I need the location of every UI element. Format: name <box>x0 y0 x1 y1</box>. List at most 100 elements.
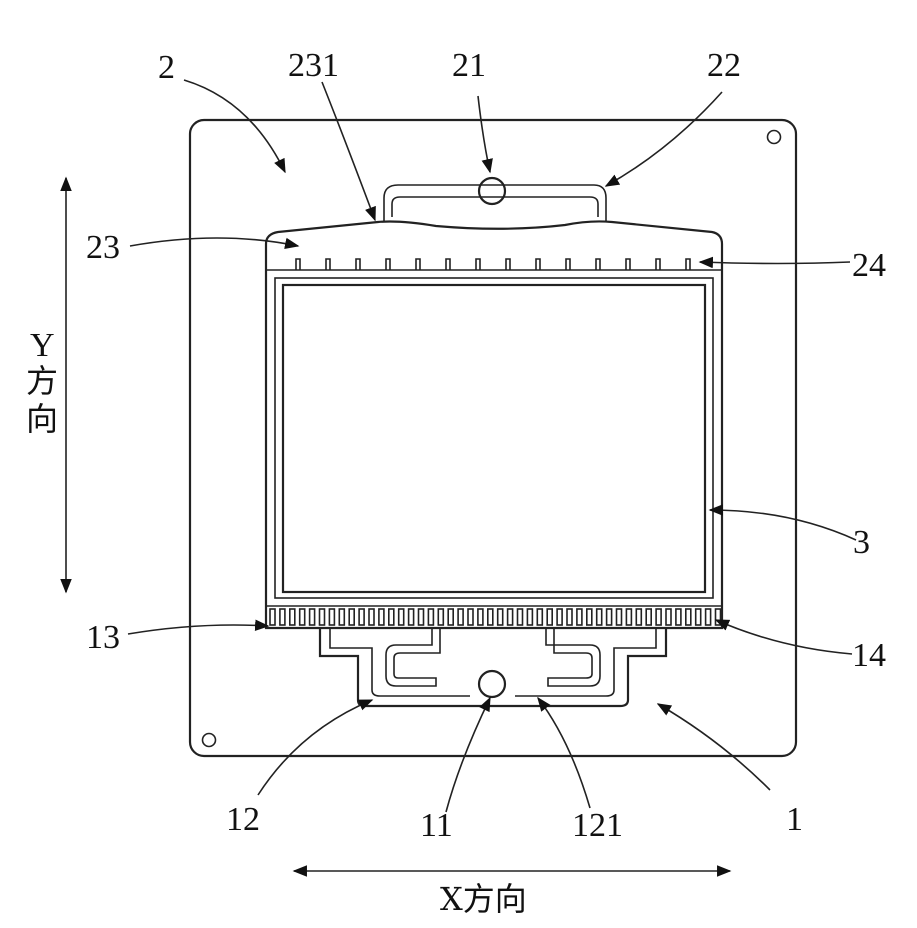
leader-24 <box>700 262 850 264</box>
label-24: 24 <box>852 247 886 284</box>
bottom-tooth <box>696 609 701 625</box>
bottom-tooth <box>676 609 681 625</box>
x-direction-label: X方向 <box>440 880 527 918</box>
membrane-frame <box>275 278 713 598</box>
bottom-tooth <box>438 609 443 625</box>
bottom-tooth <box>488 609 493 625</box>
bottom-tooth <box>300 609 305 625</box>
top-tooth <box>326 259 330 270</box>
bottom-tooth <box>468 609 473 625</box>
top-tooth <box>596 259 600 270</box>
leader-121 <box>538 698 590 808</box>
bottom-tooth <box>270 609 275 625</box>
top-tooth <box>626 259 630 270</box>
membrane-window <box>283 285 705 592</box>
bottom-tooth <box>379 609 384 625</box>
leader-14 <box>716 620 852 654</box>
leader-3 <box>710 510 856 540</box>
corner-hole-top-right <box>768 131 781 144</box>
y-direction-char-2: 向 <box>26 400 58 438</box>
label-3: 3 <box>853 524 870 561</box>
bottom-tooth <box>587 609 592 625</box>
corner-hole-bottom-left <box>203 734 216 747</box>
bottom-tooth <box>577 609 582 625</box>
top-tooth <box>356 259 360 270</box>
bottom-tooth <box>617 609 622 625</box>
bottom-tooth <box>339 609 344 625</box>
label-11: 11 <box>420 807 453 844</box>
label-2: 2 <box>158 49 175 86</box>
bottom-tooth <box>547 609 552 625</box>
label-1: 1 <box>786 801 803 838</box>
label-121: 121 <box>572 807 623 844</box>
label-21: 21 <box>452 47 486 84</box>
bottom-tooth <box>557 609 562 625</box>
top-tooth <box>386 259 390 270</box>
bottom-tooth <box>369 609 374 625</box>
top-port-21 <box>479 178 505 204</box>
bottom-tooth <box>666 609 671 625</box>
leader-22 <box>606 92 722 186</box>
top-channel-inner <box>392 197 598 217</box>
top-tooth <box>536 259 540 270</box>
label-13: 13 <box>86 619 120 656</box>
bottom-tooth <box>478 609 483 625</box>
bottom-tooth <box>636 609 641 625</box>
bottom-tooth <box>458 609 463 625</box>
bottom-tooth <box>706 609 711 625</box>
bottom-tooth <box>448 609 453 625</box>
top-tooth <box>686 259 690 270</box>
bottom-tooth <box>320 609 325 625</box>
bottom-tooth <box>419 609 424 625</box>
leader-23 <box>130 238 298 246</box>
top-tooth <box>656 259 660 270</box>
top-tooth <box>416 259 420 270</box>
label-23: 23 <box>86 229 120 266</box>
top-tooth <box>446 259 450 270</box>
bottom-tooth <box>686 609 691 625</box>
bottom-tooth <box>527 609 532 625</box>
top-teeth <box>296 259 690 270</box>
serpentine-right <box>546 628 600 686</box>
label-22: 22 <box>707 47 741 84</box>
top-tooth <box>506 259 510 270</box>
bottom-tooth <box>389 609 394 625</box>
leader-2 <box>184 80 285 172</box>
bottom-tooth <box>567 609 572 625</box>
label-231: 231 <box>288 47 339 84</box>
top-tooth <box>476 259 480 270</box>
bottom-tooth <box>280 609 285 625</box>
serpentine-left <box>386 628 440 686</box>
bottom-teeth <box>270 609 721 625</box>
leader-231 <box>322 82 375 220</box>
y-direction-letter: Y <box>30 327 55 364</box>
bottom-tooth <box>349 609 354 625</box>
y-direction-char-1: 方 <box>26 362 58 400</box>
leader-1 <box>658 704 770 790</box>
bottom-tooth <box>428 609 433 625</box>
bottom-tooth <box>646 609 651 625</box>
bottom-tooth <box>310 609 315 625</box>
label-12: 12 <box>226 801 260 838</box>
bottom-tooth <box>607 609 612 625</box>
bottom-tooth <box>656 609 661 625</box>
bottom-tooth <box>290 609 295 625</box>
bottom-tooth <box>399 609 404 625</box>
bottom-tooth <box>597 609 602 625</box>
bottom-tooth <box>716 609 721 625</box>
leader-13 <box>128 625 268 634</box>
bottom-tooth <box>409 609 414 625</box>
cavity-outline <box>266 221 722 628</box>
leader-12 <box>258 700 372 795</box>
bottom-tooth <box>329 609 334 625</box>
bottom-tooth <box>508 609 513 625</box>
bottom-tooth <box>498 609 503 625</box>
bottom-port-11 <box>479 671 505 697</box>
bottom-tooth <box>518 609 523 625</box>
bottom-tooth <box>626 609 631 625</box>
label-14: 14 <box>852 637 886 674</box>
top-tooth <box>566 259 570 270</box>
bottom-tooth <box>359 609 364 625</box>
leader-21 <box>478 96 490 172</box>
